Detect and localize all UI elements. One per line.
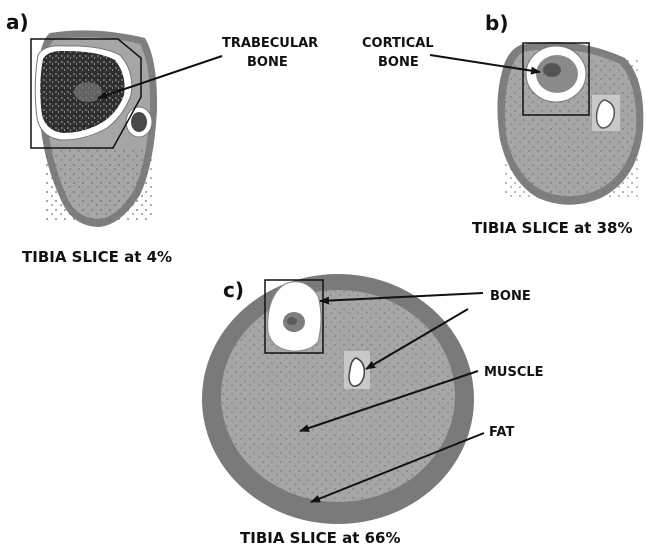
panel-c-speckle xyxy=(221,290,455,502)
label-cortical-line1: CORTICAL xyxy=(362,36,434,51)
label-fat: FAT xyxy=(489,425,514,440)
panel-c-letter: c) xyxy=(223,278,244,302)
panel-c-marrow-dark xyxy=(287,317,297,325)
panel-b: b) TIBIA SLICE at 38% xyxy=(472,11,643,237)
panel-a: a) TIBIA SLICE at 4% xyxy=(6,10,172,266)
panel-a-caption: TIBIA SLICE at 4% xyxy=(22,248,172,266)
panel-b-letter: b) xyxy=(485,11,508,35)
panel-b-marrow-dark xyxy=(543,63,561,77)
panel-b-caption: TIBIA SLICE at 38% xyxy=(472,219,633,237)
label-trabecular-line1: TRABECULAR xyxy=(222,36,318,51)
label-cortical-line2: BONE xyxy=(378,55,419,70)
panel-c-fibula xyxy=(349,358,364,386)
panel-a-marrow-center xyxy=(74,82,102,102)
panel-a-fibula-inner xyxy=(131,112,147,132)
label-trabecular-line2: BONE xyxy=(247,55,288,70)
panel-a-speckle xyxy=(44,150,154,220)
label-bone: BONE xyxy=(490,289,531,304)
panel-c-caption: TIBIA SLICE at 66% xyxy=(240,529,401,547)
label-muscle: MUSCLE xyxy=(484,365,544,380)
panel-c: c) TIBIA SLICE at 66% xyxy=(202,274,474,547)
panel-a-letter: a) xyxy=(6,10,29,34)
